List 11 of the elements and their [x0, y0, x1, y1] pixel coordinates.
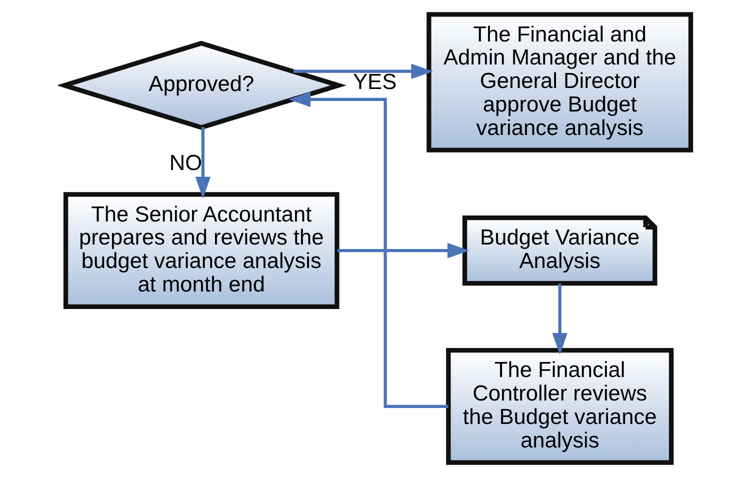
edge-label: YES [352, 68, 396, 94]
node-diamond: Approved? [58, 40, 346, 130]
arrow [194, 127, 210, 199]
node-box: The Financial Controller reviews the Budget variance analysis [446, 348, 674, 465]
arrow [292, 64, 433, 79]
node-box: The Senior Accountant prepares and reviews the budget variance analysis at month end [62, 192, 339, 310]
arrow [288, 92, 448, 408]
edge-label: NO [168, 150, 202, 176]
node-box: The Financial and Admin Manager and the General Director approve Budget variance analysis [426, 12, 693, 152]
arrow [552, 284, 567, 355]
arrow [336, 242, 469, 258]
